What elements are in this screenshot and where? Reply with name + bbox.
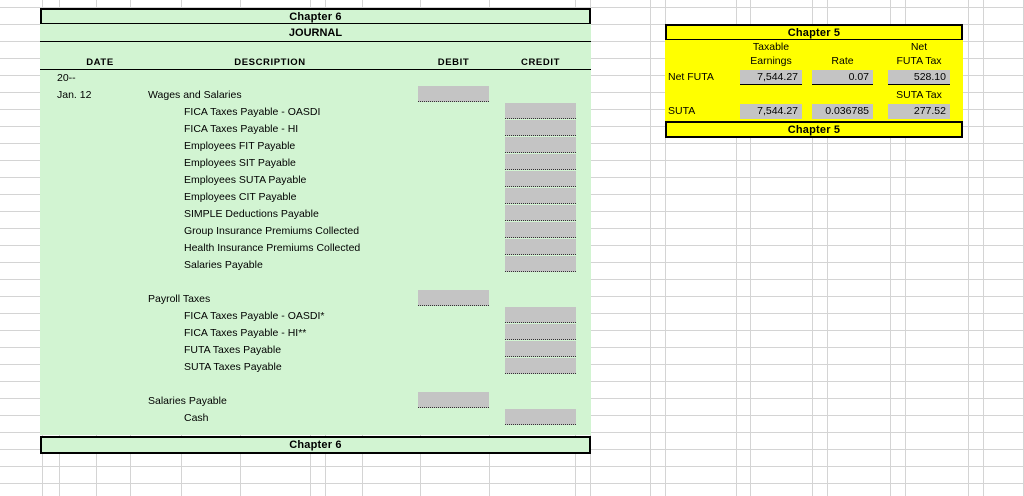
journal-debit-input[interactable]	[418, 392, 489, 408]
journal-credit-input[interactable]	[505, 341, 576, 357]
chapter5-input-net-futa-rate[interactable]: 0.07	[812, 70, 873, 85]
column-header-description: DESCRIPTION	[234, 57, 306, 68]
chapter5-header-net-futa-tax-line2: FUTA Tax	[896, 55, 942, 67]
grid-column-line	[890, 0, 891, 496]
journal-row-description: FUTA Taxes Payable	[184, 344, 282, 356]
journal-row-description: Health Insurance Premiums Collected	[184, 242, 361, 254]
chapter5-input-net-futa-tax[interactable]: 528.10	[888, 70, 950, 85]
journal-credit-input[interactable]	[505, 358, 576, 374]
chapter5-header-suta-tax: SUTA Tax	[896, 89, 942, 101]
chapter6-title-top-label: Chapter 6	[289, 10, 342, 23]
journal-title-label: JOURNAL	[288, 27, 343, 39]
journal-row-description: SIMPLE Deductions Payable	[184, 208, 319, 220]
grid-column-line	[905, 0, 906, 496]
chapter5-header-taxable-earnings-line1: Taxable	[752, 41, 790, 53]
journal-panel	[40, 24, 591, 435]
journal-row-description: Salaries Payable	[148, 395, 227, 407]
column-header-date: DATE	[86, 57, 114, 68]
journal-credit-input[interactable]	[505, 324, 576, 340]
journal-credit-input[interactable]	[505, 409, 576, 425]
journal-row-description: Payroll Taxes	[148, 293, 211, 305]
journal-credit-input[interactable]	[505, 120, 576, 136]
grid-column-line	[968, 0, 969, 496]
journal-credit-input[interactable]	[505, 188, 576, 204]
journal-header-rule	[40, 69, 591, 70]
journal-row-description: Salaries Payable	[184, 259, 263, 271]
journal-row-description: Employees SIT Payable	[184, 157, 296, 169]
column-header-debit: DEBIT	[437, 57, 470, 68]
journal-row-description: SUTA Taxes Payable	[184, 361, 282, 373]
chapter6-title-bottom-label: Chapter 6	[289, 439, 342, 451]
journal-row-description: Wages and Salaries	[148, 89, 242, 101]
journal-row-description: Cash	[184, 412, 209, 424]
chapter6-title-top-bar: Chapter 6	[40, 8, 591, 25]
journal-title-rule	[40, 41, 591, 42]
chapter5-title-top-bar: Chapter 5	[665, 24, 963, 41]
journal-credit-input[interactable]	[505, 205, 576, 221]
grid-row-line	[0, 7, 1024, 8]
grid-column-line	[812, 0, 813, 496]
grid-column-line	[650, 0, 651, 496]
journal-credit-input[interactable]	[505, 239, 576, 255]
grid-row-line	[0, 483, 1024, 484]
journal-credit-input[interactable]	[505, 222, 576, 238]
grid-column-line	[983, 0, 984, 496]
journal-debit-input[interactable]	[418, 290, 489, 306]
journal-row-description: FICA Taxes Payable - HI**	[184, 327, 307, 339]
journal-title: JOURNAL	[40, 25, 591, 41]
journal-row-description: Employees FIT Payable	[184, 140, 296, 152]
journal-row-description: FICA Taxes Payable - OASDI	[184, 106, 321, 118]
journal-credit-input[interactable]	[505, 154, 576, 170]
grid-column-line	[665, 0, 666, 496]
grid-column-line	[750, 0, 751, 496]
chapter5-title-bottom-label: Chapter 5	[787, 123, 841, 136]
journal-year-line: 20--	[57, 72, 76, 84]
journal-credit-input[interactable]	[505, 307, 576, 323]
journal-credit-input[interactable]	[505, 171, 576, 187]
chapter5-row-label-net-futa: Net FUTA	[668, 71, 714, 83]
chapter6-title-bottom-bar: Chapter 6	[40, 436, 591, 454]
chapter5-row-label-suta: SUTA	[668, 105, 696, 117]
grid-column-line	[827, 0, 828, 496]
journal-debit-input[interactable]	[418, 86, 489, 102]
journal-row-description: FICA Taxes Payable - OASDI*	[184, 310, 325, 322]
chapter5-header-rate: Rate	[831, 55, 854, 67]
journal-entry-date: Jan. 12	[57, 89, 92, 101]
chapter5-title-top-label: Chapter 5	[787, 26, 841, 39]
chapter5-header-taxable-earnings-line2: Earnings	[750, 55, 792, 67]
journal-row-description: Employees SUTA Payable	[184, 174, 307, 186]
grid-column-line	[736, 0, 737, 496]
chapter5-input-suta-tax[interactable]: 277.52	[888, 104, 950, 119]
journal-row-description: Employees CIT Payable	[184, 191, 297, 203]
chapter5-input-net-futa-taxable-earnings[interactable]: 7,544.27	[740, 70, 802, 85]
chapter5-input-suta-taxable-earnings[interactable]: 7,544.27	[740, 104, 802, 119]
chapter5-input-suta-rate[interactable]: 0.036785	[812, 104, 873, 119]
journal-row-description: FICA Taxes Payable - HI	[184, 123, 299, 135]
chapter5-header-net-futa-tax-line1: Net	[910, 41, 928, 53]
journal-credit-input[interactable]	[505, 256, 576, 272]
grid-row-line	[0, 466, 1024, 467]
journal-credit-input[interactable]	[505, 103, 576, 119]
journal-row-description: Group Insurance Premiums Collected	[184, 225, 360, 237]
journal-credit-input[interactable]	[505, 137, 576, 153]
chapter5-title-bottom-bar: Chapter 5	[665, 121, 963, 138]
column-header-credit: CREDIT	[521, 57, 560, 68]
